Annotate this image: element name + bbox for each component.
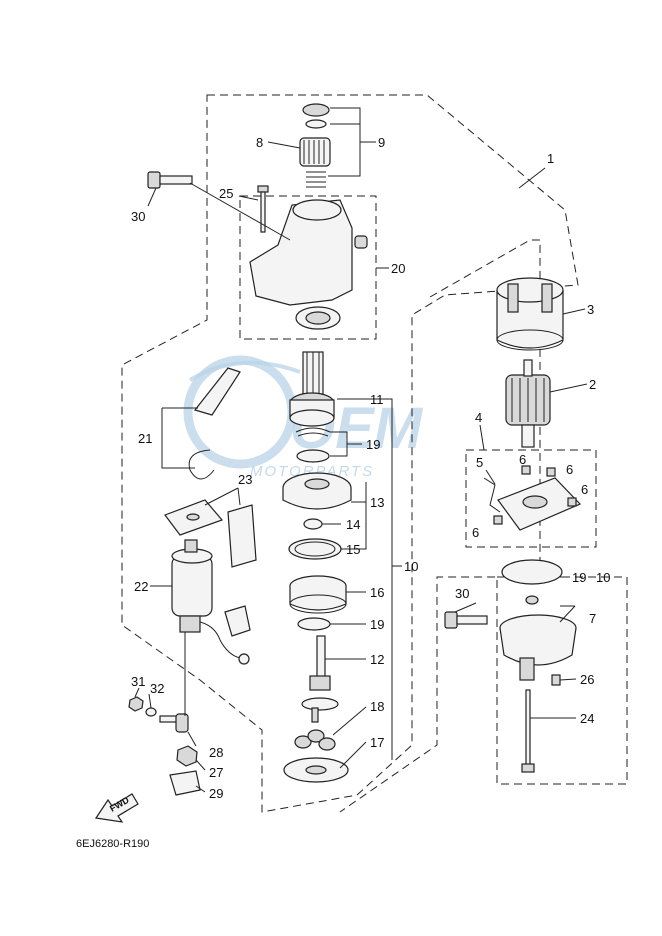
- part-bolt-30-right: [444, 611, 488, 629]
- callout-16: 16: [370, 585, 384, 600]
- callout-8: 8: [256, 135, 263, 150]
- callout-29: 29: [209, 786, 223, 801]
- part-nut-31: [128, 696, 144, 712]
- callout-24: 24: [580, 711, 594, 726]
- callout-26: 26: [580, 672, 594, 687]
- part-lever-21: [188, 367, 241, 480]
- part-bushing-14: [303, 518, 323, 530]
- part-bolt-25: [257, 185, 269, 233]
- callout-9: 9: [378, 135, 385, 150]
- callout-6b: 6: [566, 462, 573, 477]
- part-yoke-3: [496, 277, 564, 351]
- part-brush-lead-5: [483, 477, 501, 513]
- callout-28: 28: [209, 745, 223, 760]
- watermark-swoosh: [188, 360, 301, 382]
- part-insulator-19: [501, 559, 563, 585]
- part-nut-27: [176, 745, 198, 767]
- callout-7: 7: [589, 611, 596, 626]
- part-washer-32: [145, 707, 157, 717]
- fwd-arrow-icon: FWD: [94, 793, 139, 823]
- part-collar: [302, 103, 330, 117]
- part-gear-housing-13: [282, 472, 352, 510]
- boundary-brush-holder-4: [465, 449, 597, 548]
- part-bolt-30-top: [147, 171, 193, 189]
- part-brush-holder-4: [483, 465, 582, 531]
- part-brush-6d: [493, 515, 503, 525]
- part-armature-2: [505, 359, 551, 448]
- callout-32: 32: [150, 681, 164, 696]
- callout-25: 25: [219, 186, 233, 201]
- boundary-housing-20: [239, 195, 377, 340]
- part-brush-6c: [567, 497, 577, 507]
- parts: FWD: [94, 103, 582, 823]
- part-planet-gears-18: [294, 729, 336, 751]
- callout-labels: 1 2 3 4 5 6 6 6 6 7 8 9 10 10 11 12 13 1…: [131, 135, 610, 801]
- part-brush-6b: [546, 467, 556, 477]
- callout-11: 11: [370, 392, 384, 407]
- callout-27: 27: [209, 765, 223, 780]
- callout-4: 4: [475, 410, 482, 425]
- callout-13: 13: [370, 495, 384, 510]
- part-washer-19: [296, 449, 330, 463]
- part-pinion-8: [299, 137, 331, 167]
- part-screw-26: [551, 674, 561, 686]
- part-ring: [305, 119, 327, 129]
- callout-2: 2: [589, 377, 596, 392]
- callout-21: 21: [138, 431, 152, 446]
- part-spring: [306, 171, 326, 188]
- callout-5: 5: [476, 455, 483, 470]
- boundary-assembly-1: [121, 94, 579, 813]
- part-housing-20: [249, 199, 368, 330]
- callout-1: 1: [547, 151, 554, 166]
- callout-31: 31: [131, 674, 145, 689]
- callout-18: 18: [370, 699, 384, 714]
- part-shaft-12: [301, 635, 339, 723]
- callout-6c: 6: [581, 482, 588, 497]
- callout-23: 23: [238, 472, 252, 487]
- callout-20: 20: [391, 261, 405, 276]
- callout-15: 15: [346, 542, 360, 557]
- callout-30b: 30: [455, 586, 469, 601]
- part-cover-23: [164, 499, 257, 568]
- callout-30a: 30: [131, 209, 145, 224]
- callout-10b: 10: [596, 570, 610, 585]
- part-solenoid-22: [171, 539, 251, 665]
- diagram-code: 6EJ6280-R190: [76, 838, 149, 850]
- callout-22: 22: [134, 579, 148, 594]
- callout-6a: 6: [519, 452, 526, 467]
- part-through-bolt-24: [521, 689, 535, 773]
- part-shaft-11: [289, 351, 335, 427]
- part-washer-19-lower: [297, 617, 331, 631]
- callout-6d: 6: [472, 525, 479, 540]
- part-boot-29: [169, 770, 201, 796]
- callout-19c: 19: [572, 570, 586, 585]
- callout-17: 17: [370, 735, 384, 750]
- part-bracket-7: [499, 614, 577, 681]
- watermark-tagline: MOTORPARTS: [250, 463, 374, 480]
- callout-12: 12: [370, 652, 384, 667]
- leader-lines: [134, 107, 588, 793]
- callout-14: 14: [346, 517, 360, 532]
- callout-19a: 19: [366, 437, 380, 452]
- callout-19b: 19: [370, 617, 384, 632]
- part-bolt-28: [159, 713, 189, 733]
- callout-10a: 10: [404, 559, 418, 574]
- boundary-bracket-7: [496, 576, 628, 785]
- callout-3: 3: [587, 302, 594, 317]
- part-ring-gear-16: [289, 575, 347, 614]
- part-clip-19: [295, 427, 331, 437]
- part-brush-6a: [521, 465, 531, 475]
